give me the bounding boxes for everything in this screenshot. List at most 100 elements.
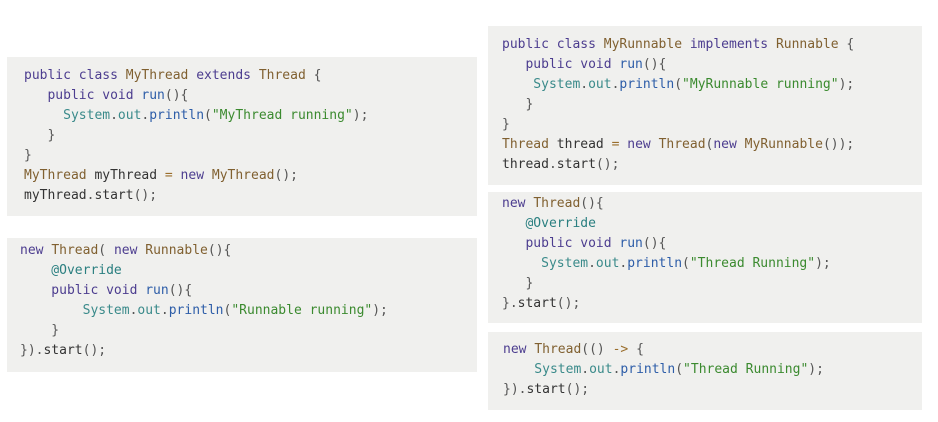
code-line: System.out.println("Thread Running"); <box>502 254 831 274</box>
code-line: } <box>24 126 55 146</box>
code-token: } <box>24 148 32 163</box>
code-token: (); <box>556 296 581 311</box>
code-token: ( <box>98 243 114 258</box>
code-token: }). <box>20 343 44 358</box>
code-token: public void <box>24 88 142 103</box>
code-token: . <box>141 108 150 123</box>
code-block-thread-subclass: public class MyThread extends Thread { p… <box>7 57 477 216</box>
code-token: ); <box>372 303 388 318</box>
code-token: . <box>110 108 118 123</box>
code-token: println <box>627 256 683 271</box>
code-line: thread.start(); <box>502 155 619 175</box>
code-token: out <box>595 256 620 271</box>
code-token: ( <box>682 256 690 271</box>
code-line: public class MyThread extends Thread { <box>24 66 321 86</box>
code-token: myThread <box>86 168 165 183</box>
code-token: (() <box>581 342 613 357</box>
code-token: public void <box>502 236 620 251</box>
code-token: new <box>713 137 745 152</box>
code-token: . <box>619 256 628 271</box>
code-token: ()); <box>822 137 855 152</box>
code-token: start <box>94 188 134 203</box>
code-line: }.start(); <box>502 294 580 314</box>
code-line: } <box>502 95 533 115</box>
code-token: ); <box>352 108 369 123</box>
code-token: (); <box>274 168 298 183</box>
code-line: } <box>20 321 59 341</box>
code-token: . <box>129 303 138 318</box>
code-token: . <box>580 77 589 92</box>
code-line: System.out.println("Runnable running"); <box>20 301 388 321</box>
code-token: MyThread <box>125 68 189 83</box>
code-token: ); <box>815 256 831 271</box>
code-token: } <box>20 323 60 338</box>
code-token: . <box>588 256 596 271</box>
code-token: MyThread <box>211 168 275 183</box>
code-token: extends <box>188 68 259 83</box>
code-token: System <box>503 362 582 377</box>
code-token: (); <box>82 343 107 358</box>
code-token: System <box>20 303 130 318</box>
code-token: implements <box>682 37 776 52</box>
code-token: Thread <box>502 137 549 152</box>
code-token: (){ <box>580 196 604 211</box>
code-token: "Runnable running" <box>231 303 373 318</box>
code-line: System.out.println("MyThread running"); <box>24 106 368 126</box>
code-token: . <box>612 362 621 377</box>
code-token: MyRunnable <box>744 137 823 152</box>
code-block-anonymous-thread: new Thread(){ @Override public void run(… <box>488 192 922 323</box>
code-token: }. <box>502 296 518 311</box>
code-block-implements-runnable: public class MyRunnable implements Runna… <box>488 26 922 185</box>
code-token: println <box>149 108 205 123</box>
code-line: new Thread( new Runnable(){ <box>20 241 231 261</box>
code-line: } <box>24 146 32 166</box>
code-token: ( <box>223 303 232 318</box>
code-token: }). <box>503 382 527 397</box>
code-token: @Override <box>502 216 596 231</box>
code-token: "MyThread running" <box>211 108 353 123</box>
code-token: new <box>172 168 212 183</box>
code-token: new <box>20 243 52 258</box>
code-token: start <box>526 382 566 397</box>
code-token: (){ <box>207 243 232 258</box>
code-token: System <box>502 256 589 271</box>
code-token: (); <box>595 157 620 172</box>
code-token: ( <box>705 137 714 152</box>
code-token: ); <box>808 362 824 377</box>
code-token: System <box>24 108 111 123</box>
code-token: public class <box>24 68 126 83</box>
code-line: @Override <box>502 214 596 234</box>
code-token: out <box>589 362 613 377</box>
code-token: (){ <box>168 283 193 298</box>
code-line: myThread.start(); <box>24 186 157 206</box>
code-token: run <box>619 236 643 251</box>
code-token: run <box>619 57 643 72</box>
code-line: System.out.println("Thread Running"); <box>503 360 824 380</box>
code-token: Thread <box>51 243 99 258</box>
code-token: (); <box>133 188 158 203</box>
code-token: out <box>117 108 142 123</box>
code-token: Thread <box>258 68 306 83</box>
code-token: start <box>517 296 557 311</box>
code-token: . <box>86 188 95 203</box>
code-token: Thread <box>534 342 582 357</box>
code-token: new <box>502 196 534 211</box>
code-token: new <box>619 137 659 152</box>
code-line: }).start(); <box>503 380 589 400</box>
code-token: run <box>145 283 169 298</box>
code-token: } <box>502 276 534 291</box>
code-token: Runnable <box>145 243 208 258</box>
code-line: } <box>502 115 510 135</box>
code-token: { <box>305 68 322 83</box>
code-token: ); <box>838 77 855 92</box>
code-line: public void run(){ <box>20 281 192 301</box>
code-token: new <box>503 342 535 357</box>
code-token: Runnable <box>775 37 839 52</box>
code-token: { <box>628 342 644 357</box>
code-block-anonymous-runnable: new Thread( new Runnable(){ @Override pu… <box>7 238 477 372</box>
code-token: MyRunnable <box>603 37 683 52</box>
code-token: "Thread Running" <box>689 256 816 271</box>
code-token: "Thread Running" <box>683 362 809 377</box>
code-block-lambda-thread: new Thread(() -> { System.out.println("T… <box>488 332 922 410</box>
code-token: thread <box>548 137 612 152</box>
